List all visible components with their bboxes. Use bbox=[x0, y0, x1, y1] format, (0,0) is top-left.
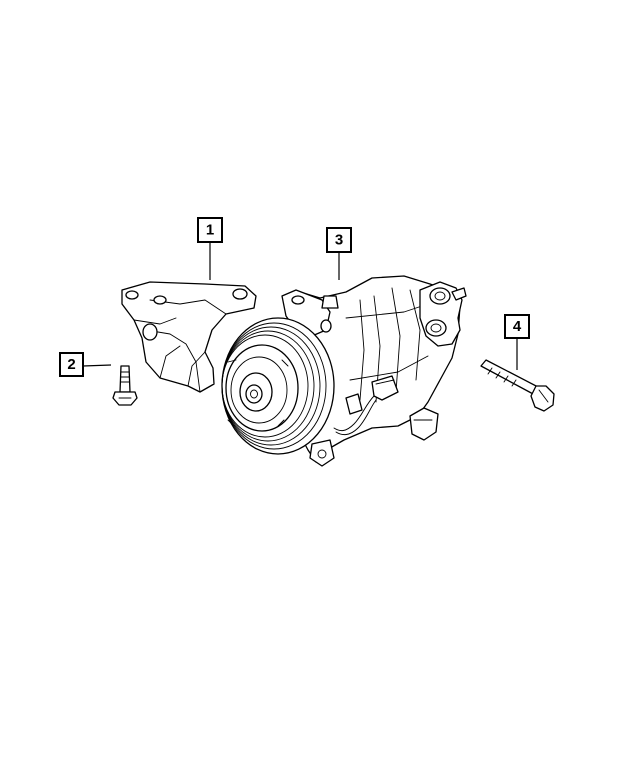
leader-line-2 bbox=[82, 364, 112, 367]
callout-2[interactable]: 2 bbox=[59, 352, 84, 377]
callout-3[interactable]: 3 bbox=[326, 227, 352, 253]
callout-2-label: 2 bbox=[67, 356, 75, 373]
callout-1-label: 1 bbox=[206, 222, 214, 239]
callout-4[interactable]: 4 bbox=[504, 314, 530, 339]
callout-1[interactable]: 1 bbox=[197, 217, 223, 243]
ac-compressor bbox=[221, 275, 467, 467]
callout-3-label: 3 bbox=[335, 232, 343, 249]
callout-4-label: 4 bbox=[513, 318, 522, 335]
mounting-bracket bbox=[121, 281, 257, 393]
short-bolt bbox=[112, 365, 138, 406]
long-bolt bbox=[480, 359, 555, 412]
